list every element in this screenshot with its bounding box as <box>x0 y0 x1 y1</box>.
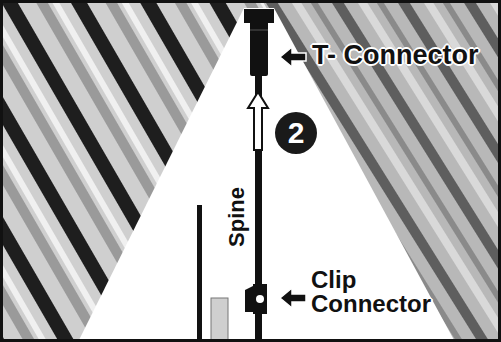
part-label: T- Connector <box>312 40 479 71</box>
t-connector <box>250 20 268 76</box>
pole <box>197 205 202 342</box>
clip-connector <box>245 286 253 312</box>
callout-number: 2 <box>288 116 305 150</box>
callout-circle: 2 <box>275 112 317 154</box>
part-label: Spine <box>224 187 250 247</box>
clip-connector <box>253 284 267 314</box>
up-arrow <box>248 92 268 150</box>
part-label: Clip Connector <box>311 268 441 316</box>
pointer-arrow <box>280 288 306 308</box>
pointer-arrow <box>280 47 306 67</box>
cylinder <box>211 298 228 342</box>
